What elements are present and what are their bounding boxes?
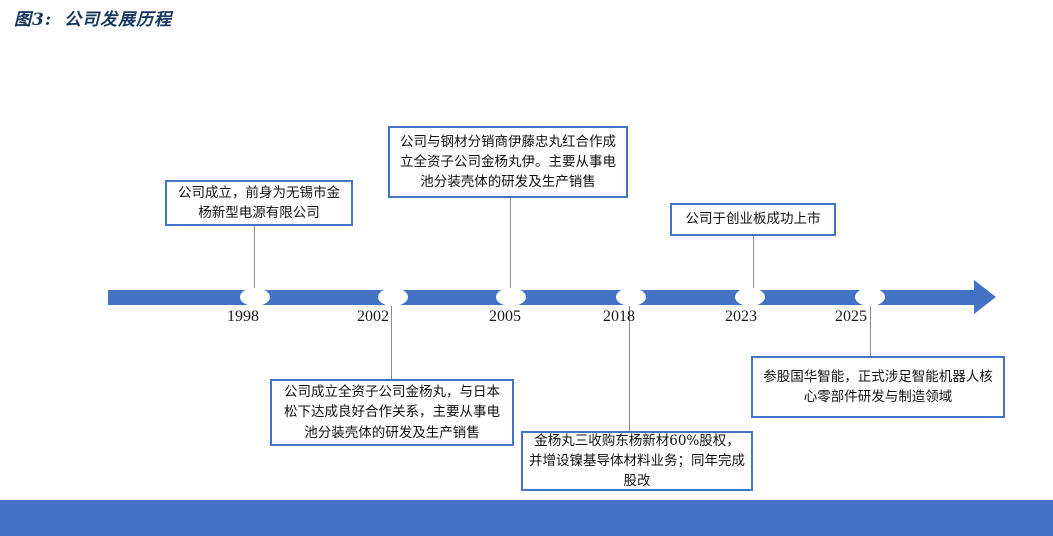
connector-2025	[870, 305, 871, 356]
timeline-node-2025	[855, 288, 885, 306]
figure-title-text: 公司发展历程	[64, 10, 173, 30]
year-label-2005: 2005	[489, 308, 521, 325]
event-text-2023: 公司于创业板成功上市	[685, 211, 821, 228]
footer-band	[0, 500, 1053, 536]
year-label-1998: 1998	[227, 308, 259, 325]
event-text-1998: 公司成立，前身为无锡市金杨新型电源有限公司	[178, 184, 340, 221]
timeline-bar	[108, 290, 976, 305]
timeline-node-2023	[735, 288, 765, 306]
year-label-2023: 2023	[725, 308, 757, 325]
connector-2018	[629, 305, 630, 431]
figure-title: 图3: 公司发展历程	[14, 5, 172, 30]
event-text-2025: 参股国华智能，正式涉足智能机器人核心零部件研发与制造领域	[763, 368, 993, 405]
event-text-2018: 金杨丸三收购东杨新材60%股权，并增设镍基导体材料业务；同年完成股改	[529, 432, 745, 490]
connector-2023	[753, 236, 754, 289]
event-text-2005: 公司与钢材分销商伊藤忠丸红合作成立全资子公司金杨丸伊。主要从事电池分装壳体的研发…	[400, 133, 616, 191]
timeline-node-2018	[616, 288, 646, 306]
year-label-2018: 2018	[603, 308, 635, 325]
event-box-2002: 公司成立全资子公司金杨丸，与日本松下达成良好合作关系，主要从事电池分装壳体的研发…	[270, 379, 514, 446]
event-box-1998: 公司成立，前身为无锡市金杨新型电源有限公司	[165, 180, 353, 226]
connector-2002	[391, 305, 392, 379]
year-label-2025: 2025	[835, 308, 867, 325]
connector-1998	[254, 226, 255, 289]
figure-area: 1998 2002 2005 2018 2023 2025 公司成立，前身为无锡…	[43, 33, 1010, 500]
timeline-arrowhead-icon	[974, 280, 996, 314]
event-box-2023: 公司于创业板成功上市	[670, 203, 836, 236]
event-box-2005: 公司与钢材分销商伊藤忠丸红合作成立全资子公司金杨丸伊。主要从事电池分装壳体的研发…	[388, 126, 628, 198]
figure-label: 图3:	[14, 10, 53, 30]
connector-2005	[510, 198, 511, 289]
timeline-node-2005	[496, 288, 526, 306]
timeline-node-1998	[240, 288, 270, 306]
event-box-2025: 参股国华智能，正式涉足智能机器人核心零部件研发与制造领域	[751, 356, 1005, 418]
event-box-2018: 金杨丸三收购东杨新材60%股权，并增设镍基导体材料业务；同年完成股改	[521, 431, 753, 491]
year-label-2002: 2002	[357, 308, 389, 325]
timeline-node-2002	[378, 288, 408, 306]
event-text-2002: 公司成立全资子公司金杨丸，与日本松下达成良好合作关系，主要从事电池分装壳体的研发…	[284, 384, 500, 441]
